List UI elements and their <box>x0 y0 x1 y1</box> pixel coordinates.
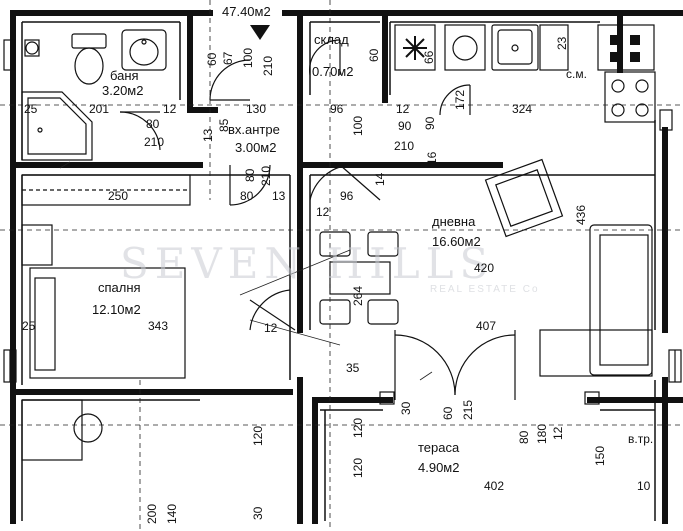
dim-label: 25 <box>22 319 36 333</box>
dim-label: 264 <box>351 286 365 306</box>
dim-label: 210 <box>261 56 275 76</box>
dim-label: 60 <box>441 406 455 420</box>
dim-label: 12 <box>551 426 565 440</box>
dim-label: 210 <box>259 166 273 186</box>
entry-arrow <box>250 25 270 40</box>
dim-label: 210 <box>394 139 414 153</box>
dim-label: 180 <box>535 424 549 444</box>
dim-label: 80 <box>146 117 160 131</box>
dim-label: 14 <box>373 172 387 186</box>
dim-label: 90 <box>423 116 437 130</box>
dim-label: 407 <box>476 319 496 333</box>
dim-label: 250 <box>108 189 128 203</box>
watermark-tagline: REAL ESTATE Co <box>430 284 540 295</box>
dim-label: 13 <box>272 189 286 203</box>
dim-label: 402 <box>484 479 504 493</box>
dim-label: 60 <box>205 52 219 66</box>
dim-label: 215 <box>461 400 475 420</box>
dim-label: 420 <box>474 261 494 275</box>
cross-lines <box>59 161 433 381</box>
kitchen-tag: с.м. <box>566 67 587 81</box>
bedroom-furniture <box>21 174 191 461</box>
dim-label: 80 <box>240 189 254 203</box>
dim-label: 12 <box>316 205 330 219</box>
dim-label: 80 <box>243 168 257 182</box>
living-furniture <box>319 158 653 377</box>
kitchen-burners <box>610 35 640 62</box>
dim-label: 90 <box>398 119 412 133</box>
terrace-area: 4.90м2 <box>418 460 459 475</box>
kitchen-fixtures <box>394 24 656 123</box>
bedroom-name: спалня <box>98 280 141 295</box>
storage-name: склад <box>314 32 349 47</box>
dim-label: 10 <box>637 479 651 493</box>
living-area: 16.60м2 <box>432 234 481 249</box>
dim-label: 120 <box>351 418 365 438</box>
living-name: дневна <box>432 214 476 229</box>
bedroom-area: 12.10м2 <box>92 302 141 317</box>
dim-label: 96 <box>330 102 344 116</box>
dim-label: 120 <box>251 426 265 446</box>
dim-label: 30 <box>399 401 413 415</box>
dim-label: 13 <box>201 128 215 142</box>
dim-label: 130 <box>246 102 266 116</box>
dim-label: 12 <box>264 321 278 335</box>
dim-label: 12 <box>163 102 177 116</box>
dim-label: 35 <box>346 361 360 375</box>
dim-label: 80 <box>517 430 531 444</box>
dim-label: 210 <box>144 135 164 149</box>
dim-label: 23 <box>555 36 569 50</box>
dim-label: 16 <box>425 151 439 165</box>
bathroom-name: баня <box>110 68 139 83</box>
dim-label: 200 <box>145 504 159 524</box>
utility-tag: в.тр. <box>628 432 653 446</box>
walls <box>10 10 683 524</box>
dim-label: 60 <box>367 48 381 62</box>
asterisk-icon <box>403 36 427 60</box>
dim-label: 343 <box>148 319 168 333</box>
terrace-name: тераса <box>418 440 460 455</box>
dim-label: 324 <box>512 102 532 116</box>
dim-label: 150 <box>593 446 607 466</box>
dim-label: 201 <box>89 102 109 116</box>
dim-label: 25 <box>24 102 38 116</box>
dim-label: 436 <box>574 205 588 225</box>
dim-label: 67 <box>221 51 235 65</box>
dim-label: 100 <box>351 116 365 136</box>
dim-label: 66 <box>422 50 436 64</box>
dim-label: 12 <box>396 102 410 116</box>
entrance-area: 3.00м2 <box>235 140 276 155</box>
windows <box>3 39 682 405</box>
doors <box>119 39 516 400</box>
dim-label: 100 <box>241 48 255 68</box>
dim-label: 30 <box>251 506 265 520</box>
total-area: 47.40м2 <box>222 4 271 19</box>
storage-area: 0.70м2 <box>312 64 353 79</box>
watermark-logo: SEVEN HILLS <box>120 239 494 288</box>
dim-label: 85 <box>217 118 231 132</box>
entrance-name: вх.антре <box>228 122 280 137</box>
dim-label: 140 <box>165 504 179 524</box>
bathroom-area: 3.20м2 <box>102 83 143 98</box>
bathroom-fixtures <box>21 29 167 161</box>
dim-label: 172 <box>453 90 467 110</box>
dim-label: 96 <box>340 189 354 203</box>
dim-label: 120 <box>351 458 365 478</box>
